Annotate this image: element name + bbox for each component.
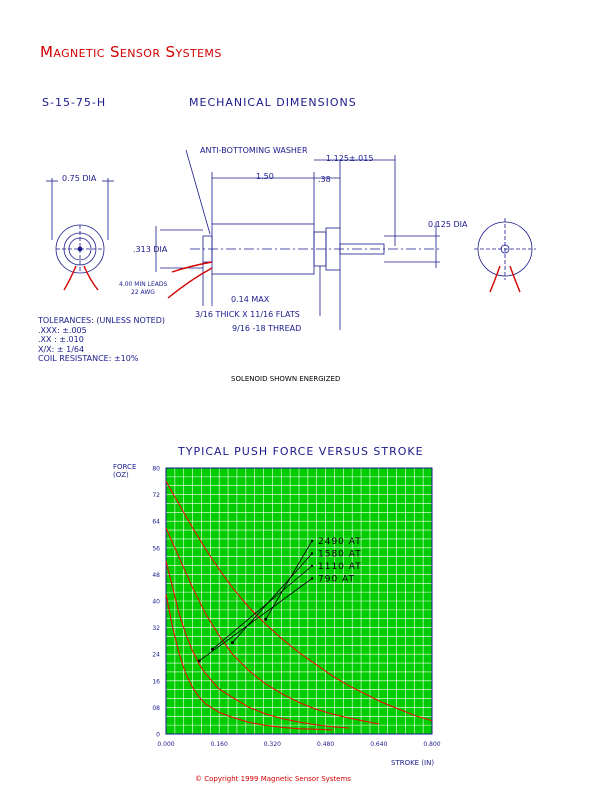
series-line bbox=[165, 560, 349, 729]
y-tick-label: 24 bbox=[152, 652, 160, 659]
chart-ylabel-line: (OZ) bbox=[113, 471, 129, 479]
end-view-right bbox=[474, 218, 536, 280]
energized-note: SOLENOID SHOWN ENERGIZED bbox=[231, 375, 341, 383]
dim-washer-label: ANTI-BOTTOMING WASHER bbox=[200, 146, 308, 155]
dim-max: 0.14 MAX bbox=[231, 295, 270, 304]
legend-leader-dot bbox=[231, 641, 234, 645]
dim-thread-length: .38 bbox=[318, 175, 331, 184]
chart-ylabel: FORCE (OZ) bbox=[113, 463, 136, 479]
dim-stroke: 1.125±.015 bbox=[326, 154, 374, 163]
tolerance-line: TOLERANCES: (UNLESS NOTED) bbox=[38, 316, 166, 325]
legend-leader-line bbox=[232, 553, 313, 643]
x-tick-label: 0.800 bbox=[423, 741, 440, 748]
mechanical-drawing bbox=[46, 149, 536, 330]
y-tick-label: 72 bbox=[152, 492, 160, 499]
lead-wires bbox=[63, 261, 521, 299]
legend-leader-dot bbox=[310, 577, 314, 580]
chart-ylabel-line: FORCE bbox=[113, 463, 137, 471]
y-tick-label: 40 bbox=[152, 599, 160, 606]
x-tick-label: 0.320 bbox=[264, 741, 281, 748]
legend-leader-line bbox=[212, 565, 313, 650]
end-view-left bbox=[46, 178, 114, 274]
x-tick-label: 0.000 bbox=[157, 741, 174, 748]
legend-leader-line bbox=[199, 578, 313, 662]
dim-body-length: 1.50 bbox=[256, 172, 274, 181]
tolerance-line: X/X: ± 1/64 bbox=[38, 344, 85, 354]
tolerances-block: TOLERANCES: (UNLESS NOTED) .XXX: ±.005 .… bbox=[38, 316, 165, 364]
dim-plunger-dia: 0.125 DIA bbox=[428, 220, 468, 229]
company-title: Magnetic Sensor Systems bbox=[40, 43, 222, 61]
y-tick-label: 80 bbox=[152, 466, 160, 473]
legend-leader-dot bbox=[310, 564, 314, 568]
tolerance-line: COIL RESISTANCE: ±10% bbox=[38, 354, 139, 364]
y-tick-label: 08 bbox=[152, 705, 160, 712]
legend-label: 790 AT bbox=[318, 575, 355, 585]
y-tick-label: 56 bbox=[152, 545, 160, 552]
copyright-note: © Copyright 1999 Magnetic Sensor Systems bbox=[195, 775, 351, 783]
y-tick-label: 64 bbox=[152, 519, 160, 526]
dim-left-dia: 0.75 DIA bbox=[62, 174, 97, 183]
y-tick-label: 16 bbox=[152, 678, 160, 685]
part-number: S-15-75-H bbox=[42, 96, 107, 109]
legend-leader-dot bbox=[310, 539, 314, 543]
chart-xlabel: STROKE (IN) bbox=[391, 759, 435, 767]
dim-flats: 3/16 THICK X 11/16 FLATS bbox=[195, 310, 300, 319]
series-line bbox=[165, 527, 379, 725]
tolerance-line: .XXX: ±.005 bbox=[38, 325, 87, 335]
y-tick-label: 0 bbox=[156, 732, 160, 739]
legend-leader-dot bbox=[211, 647, 215, 651]
plot-frame bbox=[165, 467, 433, 735]
legend-label: 1110 AT bbox=[318, 562, 362, 572]
dim-body-dia: .313 DIA bbox=[133, 245, 168, 254]
chart-title: TYPICAL PUSH FORCE VERSUS STROKE bbox=[178, 445, 424, 458]
legend-leader-dot bbox=[197, 659, 201, 663]
series-line bbox=[165, 481, 433, 722]
dim-thread: 9/16 -18 THREAD bbox=[232, 324, 302, 333]
x-tick-label: 0.480 bbox=[317, 741, 334, 748]
x-tick-label: 0.640 bbox=[370, 741, 387, 748]
dim-leads-1: 4.00 MIN LEADS bbox=[119, 281, 168, 288]
y-tick-label: 32 bbox=[152, 625, 160, 632]
x-tick-label: 0.160 bbox=[211, 741, 228, 748]
section-title: MECHANICAL DIMENSIONS bbox=[189, 96, 357, 109]
dim-leads-2: 22 AWG bbox=[131, 289, 155, 296]
solenoid-side-view bbox=[155, 149, 440, 330]
legend-label: 2490 AT bbox=[318, 537, 362, 547]
tolerance-line: .XX : ±.010 bbox=[38, 335, 84, 345]
legend-label: 1580 AT bbox=[318, 550, 362, 560]
legend-leader-dot bbox=[264, 617, 268, 621]
y-tick-label: 48 bbox=[152, 572, 160, 579]
series-line bbox=[165, 594, 333, 731]
legend-leader-dot bbox=[310, 552, 314, 555]
